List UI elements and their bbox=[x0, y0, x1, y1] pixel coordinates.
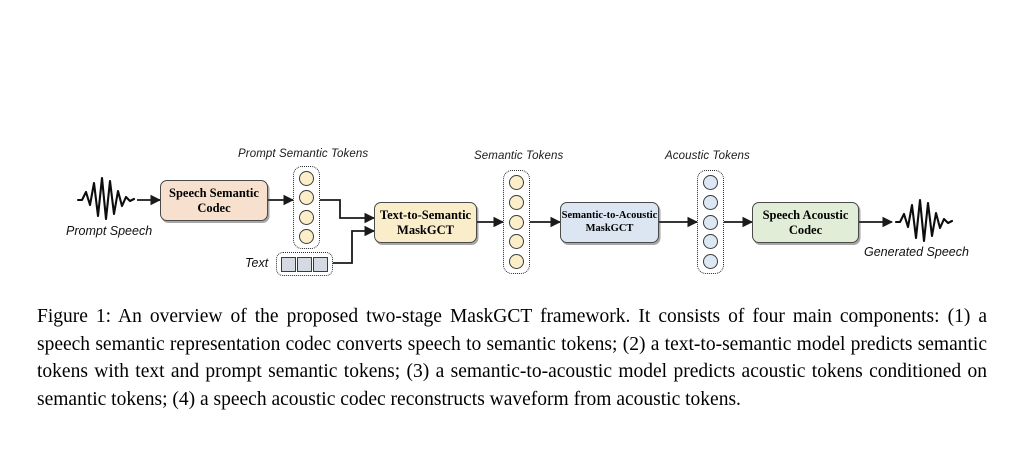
label-acoustic-tokens: Acoustic Tokens bbox=[665, 150, 750, 162]
box-text-to-semantic-maskgct[interactable]: Text-to-Semantic MaskGCT bbox=[374, 202, 477, 243]
token-square bbox=[297, 256, 312, 272]
box-semantic-to-acoustic-maskgct[interactable]: Semantic-to-Acoustic MaskGCT bbox=[560, 202, 659, 243]
label-prompt-semantic-tokens: Prompt Semantic Tokens bbox=[238, 148, 369, 160]
box-speech-acoustic-codec-line2: Codec bbox=[788, 222, 823, 237]
token-stack-prompt-semantic-tokens bbox=[293, 166, 320, 249]
token-circle bbox=[509, 175, 524, 190]
label-semantic-tokens: Semantic Tokens bbox=[474, 150, 564, 162]
token-circle bbox=[299, 209, 314, 225]
token-circle bbox=[703, 175, 718, 190]
box-speech-semantic-codec-line2: Codec bbox=[197, 200, 231, 215]
token-square bbox=[281, 256, 296, 272]
token-circle bbox=[299, 190, 314, 206]
token-circle bbox=[509, 254, 524, 269]
box-semantic-to-acoustic-maskgct-line2: MaskGCT bbox=[585, 222, 634, 234]
token-stack-acoustic-tokens bbox=[697, 170, 724, 274]
box-text-to-semantic-maskgct-line2: MaskGCT bbox=[397, 222, 454, 237]
token-box-text-tokens bbox=[276, 252, 333, 276]
generated-speech-waveform-icon bbox=[894, 198, 954, 243]
token-circle bbox=[299, 228, 314, 244]
token-circle bbox=[703, 194, 718, 210]
token-square bbox=[313, 256, 328, 272]
token-circle bbox=[703, 254, 718, 269]
token-circle bbox=[703, 214, 718, 230]
token-circle bbox=[509, 234, 524, 250]
label-generated-speech: Generated Speech bbox=[864, 245, 969, 259]
token-circle bbox=[703, 234, 718, 250]
box-semantic-to-acoustic-maskgct-line1: Semantic-to-Acoustic bbox=[561, 210, 658, 222]
box-speech-semantic-codec[interactable]: Speech Semantic Codec bbox=[160, 180, 268, 221]
box-speech-semantic-codec-line1: Speech Semantic bbox=[169, 185, 259, 200]
box-speech-acoustic-codec-line1: Speech Acoustic bbox=[762, 207, 849, 222]
figure-caption: Figure 1: An overview of the proposed tw… bbox=[37, 306, 987, 411]
box-speech-acoustic-codec[interactable]: Speech Acoustic Codec bbox=[752, 202, 859, 243]
figure-diagram: Prompt Semantic Tokens Semantic Tokens A… bbox=[66, 148, 969, 276]
box-text-to-semantic-maskgct-line1: Text-to-Semantic bbox=[379, 207, 472, 222]
label-prompt-speech: Prompt Speech bbox=[66, 224, 153, 238]
token-stack-semantic-tokens bbox=[503, 170, 530, 274]
prompt-speech-waveform-icon bbox=[76, 176, 136, 221]
token-circle bbox=[509, 214, 524, 230]
token-circle bbox=[299, 171, 314, 186]
diagram-connectors bbox=[76, 176, 954, 264]
label-text: Text bbox=[245, 256, 269, 270]
token-circle bbox=[509, 194, 524, 210]
